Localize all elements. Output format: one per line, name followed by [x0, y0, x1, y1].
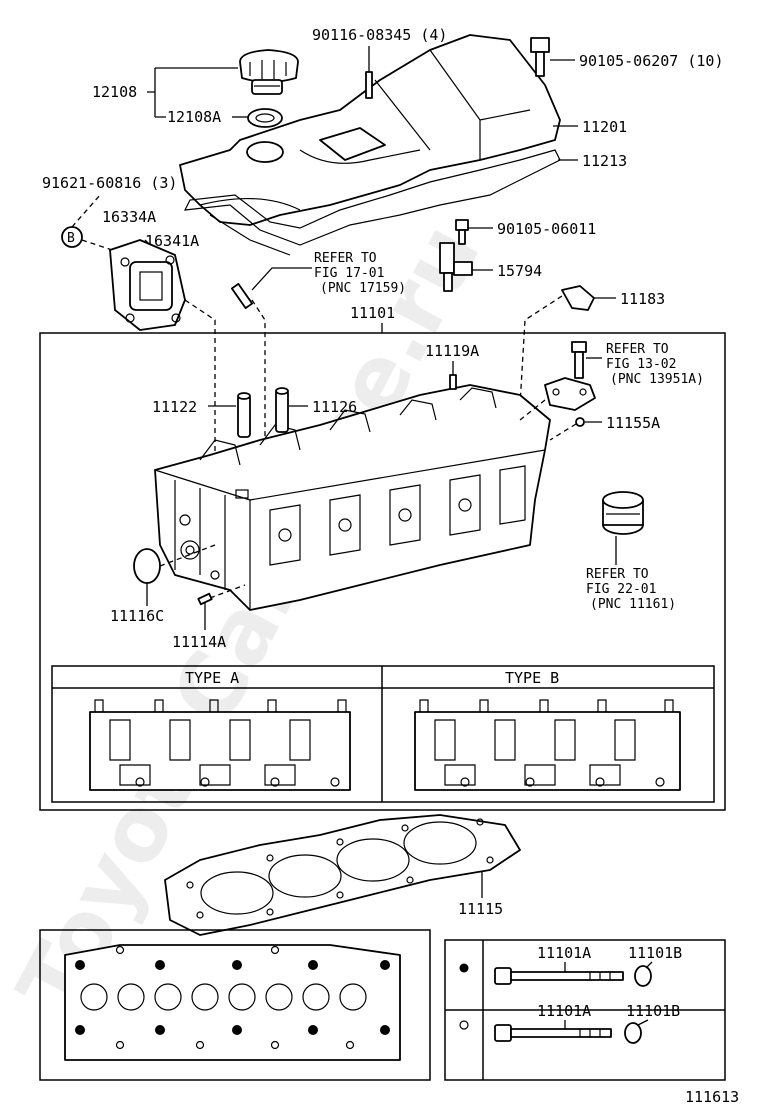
callout-11183: 11183 [620, 290, 665, 308]
pin-11155A [575, 417, 585, 427]
sensor-15794 [439, 242, 473, 292]
callout-11213: 11213 [582, 152, 627, 170]
callout-11101: 11101 [350, 304, 395, 322]
callout-12108A: 12108A [167, 108, 221, 126]
cylinder-head [154, 384, 551, 611]
callout-11101A-1: 11101A [537, 944, 591, 962]
oil-filler-cap [239, 49, 299, 95]
ref-bolt-13951A [571, 341, 587, 379]
callout-16334A: 16334A [102, 208, 156, 226]
bolt-90105-06011 [455, 219, 469, 245]
camshaft-bearing-cap [544, 377, 596, 411]
valve-guide-11122 [237, 392, 251, 438]
solid-dot-marker [459, 963, 469, 973]
note-b-label: B [67, 231, 75, 246]
exhaust-flange-gasket [109, 239, 186, 331]
type-a-label: TYPE A [185, 669, 239, 687]
ref-13-02-line3: (PNC 13951A) [610, 372, 704, 387]
callout-11101B-1: 11101B [628, 944, 682, 962]
part-11183 [561, 285, 595, 311]
plug-11116C [133, 548, 161, 584]
callout-12108: 12108 [92, 83, 137, 101]
figure-number: 111613 [685, 1088, 739, 1106]
stud-90116 [365, 71, 373, 99]
washer-11101B-1 [634, 965, 652, 987]
callout-11101A-2: 11101A [537, 1002, 591, 1020]
callout-90105-06011: 90105-06011 [497, 220, 596, 238]
callout-11115: 11115 [458, 900, 503, 918]
callout-11201: 11201 [582, 118, 627, 136]
bolt-90105-06207 [530, 37, 550, 77]
washer-11101B-2 [624, 1022, 642, 1044]
type-b-label: TYPE B [505, 669, 559, 687]
ref-22-01-line2: FIG 22-01 [586, 582, 656, 597]
bolt-11101A-long [494, 967, 624, 985]
valve-cover [179, 34, 561, 226]
ref-22-01-line1: REFER TO [586, 567, 649, 582]
valve-guide-11126 [275, 387, 289, 433]
pin-11119A [449, 374, 457, 390]
type-b-head-view [414, 699, 681, 791]
pin-11114A [197, 592, 213, 606]
bolt-11101A-short [494, 1024, 612, 1042]
callout-11119A: 11119A [425, 342, 479, 360]
ref-17-01-line3: (PNC 17159) [320, 281, 406, 296]
callout-90105-06207: 90105-06207 (10) [579, 52, 724, 70]
callout-11155A: 11155A [606, 414, 660, 432]
callout-11101B-2: 11101B [626, 1002, 680, 1020]
ref-stud [230, 282, 254, 310]
open-dot-marker [459, 1020, 469, 1030]
type-a-head-view [89, 699, 351, 791]
ref-13-02-line1: REFER TO [606, 342, 669, 357]
ref-17-01-line1: REFER TO [314, 251, 377, 266]
valve-cover-gasket [183, 149, 561, 256]
callout-11126: 11126 [312, 398, 357, 416]
head-bolt-pattern [64, 944, 401, 1061]
type-panel [51, 665, 715, 803]
callout-16341A: 16341A [145, 232, 199, 250]
callout-11122: 11122 [152, 398, 197, 416]
callout-91621: 91621-60816 (3) [42, 174, 177, 192]
cylinder-head-frame [39, 332, 726, 811]
callout-11116C: 11116C [110, 607, 164, 625]
ref-17-01-line2: FIG 17-01 [314, 266, 384, 281]
callout-90116: 90116-08345 (4) [312, 26, 447, 44]
ref-plug-11161 [602, 491, 644, 535]
ref-13-02-line2: FIG 13-02 [606, 357, 676, 372]
callout-15794: 15794 [497, 262, 542, 280]
filler-cap-gasket [247, 108, 283, 128]
ref-22-01-line3: (PNC 11161) [590, 597, 676, 612]
callout-11114A: 11114A [172, 633, 226, 651]
bolt-pattern-frame [39, 929, 431, 1081]
